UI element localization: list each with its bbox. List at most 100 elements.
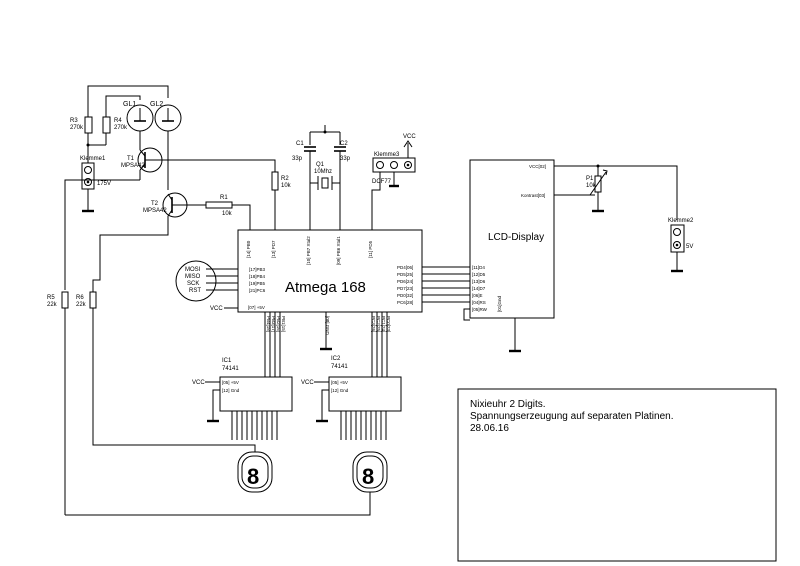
c2-name: C2 [340, 141, 348, 147]
isp-label-1: MISO [185, 274, 201, 280]
r6-name: R6 [76, 295, 84, 301]
ic2-gnd-pin: [12] Gnd [331, 388, 349, 393]
lcd-pin-1: [12]D5 [472, 272, 486, 277]
atmega-right-pin-4: PD0[32] [397, 293, 413, 298]
ic1-vcc-pin: [05] +5V [222, 380, 239, 385]
atmega-bottom-left-pin-0: PB4[18] [266, 316, 271, 332]
atmega-right-pin-3: PD7[23] [397, 286, 413, 291]
atmega-left-pin-1: [18]PB4 [249, 274, 266, 279]
atmega-bottom-right-pin-0: PC3[26] [371, 316, 376, 332]
atmega-bottom-right-pin-2: PC1[24] [381, 316, 386, 332]
t2-name: T2 [151, 201, 159, 207]
nixie1-digit: 8 [247, 464, 259, 489]
nixie-tube-2: 8 [352, 451, 388, 493]
klemme3-name: Klemme3 [374, 152, 400, 158]
atmega-body [237, 229, 423, 313]
klemme3-vcc: VCC [403, 134, 416, 140]
r3-resistor [84, 116, 93, 134]
ic2-name: IC2 [331, 356, 341, 362]
klemme3-value: DCF77 [372, 179, 392, 185]
atmega-ic-bus [264, 312, 388, 377]
isp-header: MOSI MISO SCK RST [175, 260, 238, 302]
notes-frame [457, 388, 777, 562]
r2-name: R2 [281, 176, 289, 182]
gl2-label: GL2 [150, 101, 163, 108]
klemme2: Klemme2 5V [668, 218, 694, 273]
lcd-contrast-pin: Kontrast[03] [521, 193, 545, 198]
q1-value: 10Mhz [314, 169, 332, 175]
isp-label-2: SCK [187, 281, 199, 287]
glow-lamps: GL1 GL2 [87, 85, 182, 190]
klemme2-value: 5V [686, 244, 693, 250]
nixie-tube-1: 8 [237, 451, 273, 493]
atmega-gnd-pin: [08] GND [325, 316, 330, 336]
atmega-top-pin-2: [10] PB7 Xtal2 [306, 236, 311, 265]
c1-name: C1 [296, 141, 304, 147]
ic1-name: IC1 [222, 358, 232, 364]
atmega-bottom-left-pin-2: PB2[16] [276, 316, 281, 332]
lcd-display: LCD-Display [11]D4 [12]D5 [13]D6 [14]D7 … [469, 159, 555, 353]
r4-resistor [102, 116, 111, 134]
ic1-body [219, 376, 293, 412]
r2-resistor [271, 171, 279, 191]
notes-line-2: Spannungserzeugung auf separaten Platine… [470, 411, 674, 422]
r3-value: 270k [70, 125, 84, 131]
notes-box: Nixieuhr 2 Digits. Spannungserzeugung au… [457, 388, 777, 562]
isp-label-0: MOSI [185, 267, 201, 273]
potentiometer-p1: P1 10k [554, 164, 678, 220]
atmega-top-pin-0: [14] PB0 [246, 240, 251, 258]
r5-resistor [61, 291, 69, 309]
r6-value: 22k [76, 302, 87, 308]
resistors-r5-r6: R5 22k R6 22k [47, 179, 371, 516]
gl1-label: GL1 [123, 101, 136, 108]
atmega-bottom-left-pin-1: PB3[17] [271, 316, 276, 332]
r2-value: 10k [281, 183, 292, 189]
lcd-vcc-pin: VCC[02] [529, 164, 546, 169]
r1-value: 10k [222, 211, 233, 217]
atmega-right-pin-1: PD5[25] [397, 272, 413, 277]
t1-value: MPSA42 [121, 163, 145, 169]
ic1-type: 74141 [222, 366, 239, 372]
atmega-left-pin-2: [19]PB5 [249, 281, 266, 286]
atmega-left-pin-0: [17]PB3 [249, 267, 266, 272]
c1-value: 33p [292, 156, 303, 162]
isp-label-3: RST [189, 288, 201, 294]
lcd-gnd-pin: [01]Gnd [497, 295, 502, 312]
r4-name: R4 [114, 118, 122, 124]
notes-line-1: Nixieuhr 2 Digits. [470, 399, 546, 410]
resistors-r3-r4: R3 270k R4 270k [70, 116, 128, 165]
klemme3: Klemme3 DCF77 VCC [371, 134, 416, 230]
t2-value: MPSA42 [143, 208, 167, 214]
atmega-top-pin-3: [09] PB6 Xtal1 [336, 236, 341, 265]
lcd-title: LCD-Display [488, 232, 544, 243]
r1-resistor-group: R1 10k [205, 195, 251, 230]
p1-value: 10k [586, 183, 597, 189]
ic2-body [328, 376, 402, 412]
q1-name: Q1 [316, 162, 325, 168]
klemme2-name: Klemme2 [668, 218, 694, 224]
r5-value: 22k [47, 302, 58, 308]
transistor-t2: T2 MPSA42 [143, 192, 206, 225]
atmega-right-pin-2: PD6[24] [397, 279, 413, 284]
ic2-type: 74141 [331, 364, 348, 370]
crystal-oscillator: C1 33p C2 33p Q1 10Mhz [292, 125, 351, 230]
r6-resistor [89, 291, 97, 309]
r1-resistor [205, 201, 233, 209]
nixie2-digit: 8 [362, 464, 374, 489]
atmega-chip: Atmega 168 [14] PB0 [13] PD7 [10] PB7 Xt… [210, 229, 423, 351]
t1-name: T1 [127, 156, 135, 162]
atmega-vcc-pin: [07] +5V [248, 305, 265, 310]
atmega-top-pin-1: [13] PD7 [271, 240, 276, 258]
ic1-vcc-label: VCC [192, 380, 205, 386]
r2-resistor-group: R2 10k [271, 171, 292, 230]
atmega-left-pin-3: [21]PC6 [249, 288, 266, 293]
atmega-vcc-label: VCC [210, 306, 223, 312]
ic2-vcc-label: VCC [301, 380, 314, 386]
atmega-bottom-right-pin-1: PC2[25] [376, 316, 381, 332]
atmega-bottom-right-pin-3: PC0[23] [386, 316, 391, 332]
lcd-pin-4: [06]E [472, 293, 483, 298]
ic2-74141: IC2 74141 [05] +5V [12] Gnd VCC [301, 356, 402, 440]
lcd-pin-5: [04]RS [472, 300, 486, 305]
c2-value: 33p [340, 156, 351, 162]
lcd-pin-0: [11]D4 [472, 265, 485, 270]
